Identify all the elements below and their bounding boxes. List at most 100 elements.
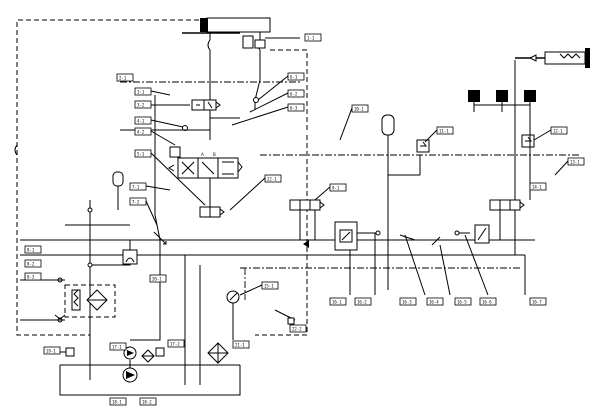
tag-bottom-f: 16-6 bbox=[479, 297, 497, 306]
svg-text:8-1: 8-1 bbox=[27, 248, 35, 253]
svg-text:10-1: 10-1 bbox=[354, 107, 364, 112]
tag-right-tee: 14-1 bbox=[529, 182, 547, 191]
svg-text:2-1: 2-1 bbox=[119, 76, 127, 81]
tag-tank-b: 18-2 bbox=[139, 397, 157, 406]
left-pressure-lines bbox=[20, 95, 535, 385]
tag-bottom-g: 16-7 bbox=[529, 297, 547, 306]
tag-left-f: 8-3 bbox=[24, 272, 42, 281]
pressure-gauge bbox=[226, 290, 240, 340]
tag-tank: 18-1 bbox=[109, 397, 127, 406]
svg-text:16-7: 16-7 bbox=[532, 300, 542, 305]
svg-text:17-1: 17-1 bbox=[112, 345, 122, 350]
port-b-label: B bbox=[213, 152, 216, 157]
tag-cooler: 21-1 bbox=[232, 340, 250, 349]
tag-right-valve: 12-1 bbox=[550, 126, 568, 135]
svg-text:16-5: 16-5 bbox=[457, 300, 467, 305]
svg-text:22-1: 22-1 bbox=[267, 177, 277, 182]
right-directional-valve[interactable] bbox=[489, 60, 531, 255]
tag-left-e: 8-2 bbox=[24, 259, 42, 268]
bottom-drop-lines bbox=[349, 233, 526, 296]
main-directional-valve[interactable]: A B bbox=[168, 146, 243, 179]
filter-block-left bbox=[64, 284, 116, 318]
tag-filter: 17-2 bbox=[167, 339, 185, 348]
tag-main-valve-a: 6-1 bbox=[287, 72, 305, 81]
svg-text:16-3: 16-3 bbox=[402, 300, 412, 305]
tag-left-b: 7-1 bbox=[129, 182, 147, 191]
tag-mid-valve: 9-1 bbox=[329, 183, 347, 192]
tag-main-valve-c: 6-3 bbox=[287, 103, 305, 112]
middle-accumulator bbox=[381, 114, 421, 290]
right-blocks bbox=[468, 90, 536, 112]
svg-text:19-1: 19-1 bbox=[46, 349, 56, 354]
svg-text:1-1: 1-1 bbox=[307, 36, 315, 41]
svg-text:16-2: 16-2 bbox=[357, 300, 367, 305]
tag-left-upper: 2-1 bbox=[116, 73, 134, 82]
middle-valve[interactable] bbox=[289, 199, 325, 248]
tag-valve-a: 3-1 bbox=[134, 87, 152, 96]
svg-text:3-2: 3-2 bbox=[137, 103, 145, 108]
left-check-valves bbox=[20, 277, 66, 323]
svg-text:17-2: 17-2 bbox=[170, 342, 180, 347]
port-a-label: A bbox=[201, 152, 204, 157]
tank-return-valve bbox=[274, 309, 296, 325]
svg-text:8-2: 8-2 bbox=[27, 262, 35, 267]
tag-right-switch: 13-1 bbox=[567, 157, 585, 166]
tag-valve-e: 5-1 bbox=[134, 149, 152, 158]
tag-valve-d: 4-2 bbox=[134, 127, 152, 136]
tag-tank-return: 22-2 bbox=[289, 324, 307, 333]
left-accumulator bbox=[87, 171, 124, 268]
tag-gauge: 15-1 bbox=[261, 281, 279, 290]
tag-left-d: 8-1 bbox=[24, 245, 42, 254]
tag-bottom-a: 16-1 bbox=[329, 297, 347, 306]
right-relief[interactable] bbox=[474, 224, 490, 244]
pump[interactable] bbox=[122, 346, 138, 383]
cylinder-lines bbox=[120, 50, 300, 140]
tag-left-c: 7-2 bbox=[129, 197, 147, 206]
tag-main-valve-b: 6-2 bbox=[287, 89, 305, 98]
tag-level: 19-1 bbox=[43, 346, 61, 355]
svg-text:16-1: 16-1 bbox=[332, 300, 342, 305]
svg-text:18-1: 18-1 bbox=[112, 400, 122, 405]
level-indicator bbox=[60, 347, 75, 357]
svg-text:7-1: 7-1 bbox=[132, 185, 140, 190]
svg-text:16-6: 16-6 bbox=[482, 300, 492, 305]
svg-text:20-1: 20-1 bbox=[152, 277, 162, 282]
svg-text:6-2: 6-2 bbox=[290, 92, 298, 97]
svg-text:13-1: 13-1 bbox=[570, 160, 580, 165]
svg-text:6-3: 6-3 bbox=[290, 106, 298, 111]
tag-bottom-b: 16-2 bbox=[354, 297, 372, 306]
directional-valve-lower[interactable] bbox=[199, 178, 225, 218]
tank bbox=[59, 364, 241, 396]
svg-text:3-1: 3-1 bbox=[137, 90, 145, 95]
svg-text:9-1: 9-1 bbox=[332, 186, 340, 191]
svg-text:21-1: 21-1 bbox=[235, 343, 245, 348]
tag-bottom-d: 16-4 bbox=[426, 297, 444, 306]
tag-accumulator: 10-1 bbox=[351, 104, 369, 113]
svg-text:22-2: 22-2 bbox=[292, 327, 302, 332]
tag-pressure-switch: 11-1 bbox=[436, 126, 454, 135]
tag-bottom-c: 16-3 bbox=[399, 297, 417, 306]
tag-top-cylinder: 1-1 bbox=[304, 33, 322, 42]
left-throttle bbox=[153, 231, 167, 245]
directional-valve-upper[interactable] bbox=[191, 99, 221, 111]
tag-pump: 17-1 bbox=[109, 342, 127, 351]
tag-bottom-e: 16-5 bbox=[454, 297, 472, 306]
svg-text:4-1: 4-1 bbox=[137, 119, 145, 124]
relief-valve[interactable] bbox=[334, 221, 381, 251]
svg-text:14-1: 14-1 bbox=[532, 185, 542, 190]
svg-text:8-3: 8-3 bbox=[27, 275, 35, 280]
svg-text:7-2: 7-2 bbox=[132, 200, 140, 205]
right-cylinder bbox=[515, 48, 590, 68]
right-throttle bbox=[399, 230, 470, 246]
left-pressure-switch bbox=[122, 249, 138, 265]
svg-text:18-2: 18-2 bbox=[142, 400, 152, 405]
top-cylinder bbox=[182, 17, 300, 51]
item-tags: 1-1 2-1 3-1 3-2 4-1 4-2 5-1 6-1 6-2 6-3 … bbox=[24, 33, 585, 406]
tag-relief: 22-1 bbox=[264, 174, 282, 183]
pressure-switch-mid bbox=[416, 139, 430, 153]
pressure-switch-right bbox=[521, 134, 535, 148]
svg-text:15-1: 15-1 bbox=[264, 284, 274, 289]
svg-text:4-2: 4-2 bbox=[137, 130, 145, 135]
